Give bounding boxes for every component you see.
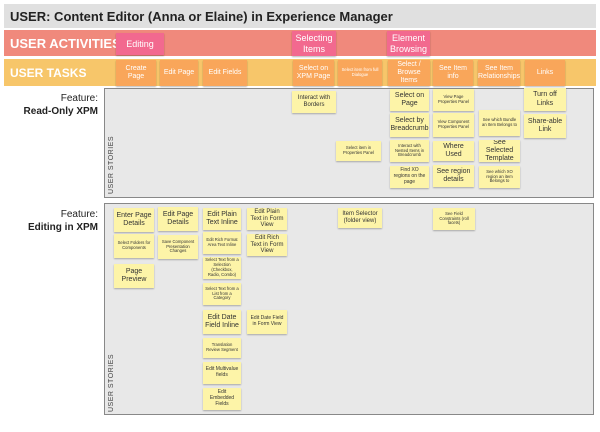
story-sticky[interactable]: Interact with Nested Items in Breadcrumb (390, 140, 429, 162)
feature-readonly-label: Feature: Read-Only XPM (24, 92, 98, 118)
user-stories-label: USER STORIES (108, 354, 115, 412)
story-sticky[interactable]: Edit Plain Text in Form View (247, 208, 287, 230)
map-title: USER: Content Editor (Anna or Elaine) in… (10, 8, 393, 24)
story-sticky[interactable]: See which XO region an item Belongs to (479, 166, 520, 188)
story-sticky[interactable]: Item Selector (folder view) (338, 208, 382, 228)
task-sticky[interactable]: See Item Relationships (478, 60, 520, 86)
story-sticky[interactable]: Edit Plain Text Inline (203, 208, 241, 230)
story-sticky[interactable]: View Component Properties Panel (433, 113, 474, 137)
task-sticky[interactable]: Select on XPM Page (293, 60, 334, 86)
story-sticky[interactable]: Turn off Links (524, 88, 566, 111)
story-sticky[interactable]: Edit Multivalue fields (203, 362, 241, 384)
task-sticky[interactable]: Select item from full Dialogue (338, 60, 382, 86)
task-sticky[interactable]: Create Page (116, 60, 156, 86)
feature-prefix: Feature: (60, 93, 98, 104)
task-sticky[interactable]: Edit Fields (203, 60, 247, 86)
story-sticky[interactable]: View Page Properties Panel (433, 89, 474, 111)
story-sticky[interactable]: Select on Page (390, 89, 429, 111)
story-sticky[interactable]: Edit Rich Format Area Text Inline (203, 232, 241, 254)
story-sticky[interactable]: Select by Breadcrumb (390, 113, 429, 137)
activity-sticky[interactable]: Element Browsing (387, 31, 430, 56)
activity-sticky[interactable]: Editing (116, 33, 164, 55)
story-sticky[interactable]: Save Component Presentation Changes (158, 235, 198, 259)
story-sticky[interactable]: Select item in Properties Panel (336, 141, 381, 161)
story-sticky[interactable]: Interact with Borders (292, 91, 336, 113)
feature-name: Read-Only XPM (23, 106, 98, 117)
title-band: USER: Content Editor (Anna or Elaine) in… (4, 4, 596, 28)
story-sticky[interactable]: See Field Constraints (roll facets) (433, 208, 475, 230)
story-sticky[interactable]: Edit Page Details (158, 207, 198, 231)
activity-sticky[interactable]: Selecting Items (292, 31, 336, 56)
story-sticky[interactable]: See which Bundle an Item Belongs to (479, 110, 520, 136)
tasks-label: USER TASKS (10, 65, 87, 80)
feature-editing-label: Feature: Editing in XPM (28, 208, 98, 234)
story-sticky[interactable]: Page Preview (114, 264, 154, 288)
user-stories-label: USER STORIES (108, 136, 115, 194)
story-sticky[interactable]: Edit Date Field Inline (203, 310, 241, 334)
story-sticky[interactable]: Enter Page Details (114, 208, 154, 232)
story-sticky[interactable]: See Selected Template (479, 140, 520, 162)
story-sticky[interactable]: Edit Date Field in Form View (247, 310, 287, 334)
task-sticky[interactable]: Select / Browse Items (388, 60, 430, 86)
story-sticky[interactable]: Find XO regions on the page (390, 166, 429, 188)
feature-prefix: Feature: (60, 209, 98, 220)
story-sticky[interactable]: Edit Rich Text in Form View (247, 234, 287, 256)
feature-name: Editing in XPM (28, 222, 98, 233)
story-sticky[interactable]: Select Text from a List from a Category (203, 283, 241, 305)
story-sticky[interactable]: Select Text from a Selection (Checkbox, … (203, 257, 241, 279)
task-sticky[interactable]: Links (525, 60, 565, 86)
task-sticky[interactable]: Edit Page (160, 60, 198, 86)
story-sticky[interactable]: Edit Embedded Fields (203, 388, 241, 410)
story-sticky[interactable]: Where Used (433, 141, 474, 161)
activities-label: USER ACTIVITIES (10, 35, 121, 51)
story-sticky[interactable]: Select Folders for Components (114, 234, 154, 258)
story-sticky[interactable]: Translation Review Segment (203, 338, 241, 358)
story-sticky[interactable]: See region details (433, 165, 474, 187)
task-sticky[interactable]: See Item info (433, 60, 473, 86)
story-sticky[interactable]: Share-able Link (524, 114, 566, 138)
